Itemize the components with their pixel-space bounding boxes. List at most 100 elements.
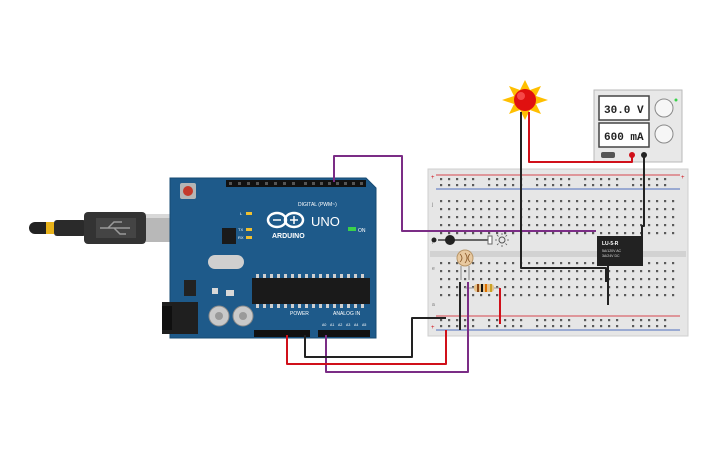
breadboard-hole[interactable] — [640, 278, 643, 281]
breadboard-hole[interactable] — [544, 184, 547, 187]
breadboard-hole[interactable] — [448, 216, 451, 219]
breadboard-hole[interactable] — [496, 178, 499, 181]
light-bulb[interactable] — [502, 80, 548, 120]
breadboard-hole[interactable] — [504, 224, 507, 227]
breadboard-hole[interactable] — [440, 262, 443, 265]
breadboard-hole[interactable] — [664, 278, 667, 281]
breadboard-hole[interactable] — [456, 278, 459, 281]
breadboard-hole[interactable] — [496, 286, 499, 289]
breadboard-hole[interactable] — [488, 270, 491, 273]
breadboard-hole[interactable] — [632, 325, 635, 328]
breadboard-hole[interactable] — [560, 270, 563, 273]
breadboard-hole[interactable] — [656, 232, 659, 235]
wire-5v[interactable] — [286, 330, 447, 365]
breadboard-hole[interactable] — [592, 270, 595, 273]
breadboard-hole[interactable] — [664, 216, 667, 219]
breadboard-hole[interactable] — [608, 200, 611, 203]
breadboard-hole[interactable] — [560, 262, 563, 265]
breadboard-hole[interactable] — [576, 208, 579, 211]
breadboard-hole[interactable] — [520, 270, 523, 273]
breadboard-hole[interactable] — [616, 224, 619, 227]
breadboard-hole[interactable] — [608, 184, 611, 187]
breadboard-hole[interactable] — [568, 325, 571, 328]
breadboard-hole[interactable] — [464, 216, 467, 219]
breadboard-hole[interactable] — [616, 232, 619, 235]
breadboard-hole[interactable] — [440, 216, 443, 219]
wire-lamp-supply[interactable] — [528, 112, 633, 163]
breadboard-hole[interactable] — [448, 319, 451, 322]
breadboard-hole[interactable] — [496, 278, 499, 281]
breadboard-hole[interactable] — [664, 232, 667, 235]
breadboard-hole[interactable] — [632, 224, 635, 227]
breadboard-hole[interactable] — [648, 216, 651, 219]
breadboard-hole[interactable] — [440, 325, 443, 328]
breadboard-hole[interactable] — [608, 216, 611, 219]
breadboard-hole[interactable] — [504, 208, 507, 211]
breadboard-hole[interactable] — [664, 200, 667, 203]
breadboard-hole[interactable] — [488, 178, 491, 181]
breadboard-hole[interactable] — [440, 286, 443, 289]
breadboard-hole[interactable] — [608, 325, 611, 328]
breadboard-hole[interactable] — [528, 270, 531, 273]
breadboard-hole[interactable] — [584, 278, 587, 281]
breadboard-hole[interactable] — [536, 325, 539, 328]
breadboard-hole[interactable] — [576, 224, 579, 227]
breadboard-hole[interactable] — [448, 325, 451, 328]
breadboard-hole[interactable] — [616, 325, 619, 328]
breadboard-hole[interactable] — [488, 278, 491, 281]
breadboard-hole[interactable] — [552, 200, 555, 203]
breadboard-hole[interactable] — [664, 184, 667, 187]
breadboard-hole[interactable] — [648, 286, 651, 289]
breadboard-hole[interactable] — [528, 294, 531, 297]
breadboard-hole[interactable] — [592, 278, 595, 281]
breadboard-hole[interactable] — [640, 200, 643, 203]
breadboard-hole[interactable] — [608, 178, 611, 181]
breadboard-hole[interactable] — [672, 262, 675, 265]
breadboard-hole[interactable] — [528, 208, 531, 211]
breadboard-hole[interactable] — [480, 232, 483, 235]
breadboard-hole[interactable] — [608, 319, 611, 322]
resistor[interactable] — [465, 284, 500, 292]
breadboard-hole[interactable] — [672, 224, 675, 227]
breadboard-hole[interactable] — [664, 208, 667, 211]
breadboard-hole[interactable] — [640, 270, 643, 273]
breadboard-hole[interactable] — [592, 232, 595, 235]
breadboard-hole[interactable] — [584, 262, 587, 265]
wire-a0-to-sensor[interactable] — [325, 282, 469, 373]
breadboard-hole[interactable] — [512, 224, 515, 227]
breadboard-hole[interactable] — [496, 208, 499, 211]
photoresistor[interactable] — [456, 249, 474, 280]
breadboard-hole[interactable] — [472, 216, 475, 219]
slider-handle[interactable] — [445, 235, 455, 245]
breadboard-hole[interactable] — [504, 184, 507, 187]
breadboard-hole[interactable] — [464, 178, 467, 181]
breadboard-hole[interactable] — [600, 184, 603, 187]
breadboard-hole[interactable] — [536, 286, 539, 289]
breadboard-hole[interactable] — [456, 224, 459, 227]
breadboard-hole[interactable] — [608, 224, 611, 227]
breadboard-hole[interactable] — [464, 224, 467, 227]
breadboard-hole[interactable] — [576, 294, 579, 297]
breadboard-hole[interactable] — [608, 270, 611, 273]
breadboard-hole[interactable] — [496, 325, 499, 328]
breadboard-hole[interactable] — [536, 270, 539, 273]
breadboard-hole[interactable] — [600, 208, 603, 211]
breadboard-hole[interactable] — [584, 224, 587, 227]
breadboard-hole[interactable] — [656, 278, 659, 281]
breadboard-hole[interactable] — [552, 286, 555, 289]
breadboard-hole[interactable] — [616, 200, 619, 203]
breadboard-hole[interactable] — [640, 184, 643, 187]
breadboard-hole[interactable] — [656, 178, 659, 181]
breadboard-hole[interactable] — [480, 270, 483, 273]
breadboard-hole[interactable] — [488, 319, 491, 322]
breadboard-hole[interactable] — [616, 184, 619, 187]
breadboard-hole[interactable] — [552, 262, 555, 265]
breadboard-hole[interactable] — [544, 319, 547, 322]
breadboard-hole[interactable] — [544, 262, 547, 265]
breadboard-hole[interactable] — [632, 286, 635, 289]
breadboard-hole[interactable] — [600, 216, 603, 219]
breadboard-hole[interactable] — [656, 294, 659, 297]
breadboard-hole[interactable] — [464, 286, 467, 289]
breadboard-hole[interactable] — [600, 278, 603, 281]
breadboard-hole[interactable] — [656, 216, 659, 219]
